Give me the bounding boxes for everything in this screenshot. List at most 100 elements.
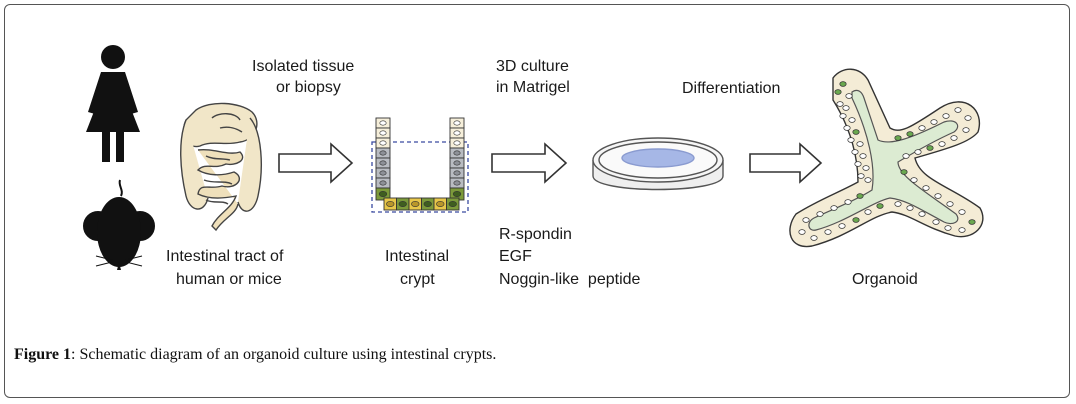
epithelial-cell [958,227,966,233]
epithelial-cell [950,135,958,141]
epithelial-cell [798,229,806,235]
cell-nucleus [453,160,461,166]
arrow-icon [278,142,354,184]
cell-nucleus [453,180,461,186]
label-differentiation: Differentiation [682,80,780,97]
epithelial-cell [856,141,864,147]
label-noggin: Noggin-like peptide [499,271,641,288]
cell-nucleus [379,120,387,126]
epithelial-cell [932,219,940,225]
epithelial-cell [842,105,850,111]
epithelial-cell [845,93,853,99]
epithelial-cell [930,119,938,125]
epithelial-cell [958,209,966,215]
mouse-icon [81,179,157,270]
cell-nucleus [378,191,388,197]
cell-nucleus [423,201,432,207]
cell-nucleus [411,201,420,207]
stem-cell [900,169,908,175]
stem-cell [852,217,860,223]
label-intestinal-tract: Intestinal tract of [166,248,284,265]
arrow-icon [749,142,823,184]
epithelial-cell [944,225,952,231]
woman-icon [86,45,140,162]
epithelial-cell [847,137,855,143]
organoid-icon [789,68,984,248]
cell-nucleus [436,201,445,207]
stem-cell [968,219,976,225]
epithelial-cell [954,107,962,113]
epithelial-cell [851,149,859,155]
label-crypt: crypt [400,271,435,288]
label-intestinal: Intestinal [385,248,449,265]
epithelial-cell [946,201,954,207]
epithelial-cell [830,205,838,211]
epithelial-cell [910,177,918,183]
epithelial-cell [942,113,950,119]
epithelial-cell [914,149,922,155]
epithelial-cell [934,193,942,199]
epithelial-cell [810,235,818,241]
figure-label: Figure 1 [14,346,72,363]
epithelial-cell [844,199,852,205]
epithelial-cell [864,209,872,215]
cell-nucleus [453,140,461,146]
epithelial-cell [838,223,846,229]
figure-caption: Figure 1: Schematic diagram of an organo… [14,346,496,364]
cell-nucleus [379,140,387,146]
epithelial-cell [902,153,910,159]
epithelial-cell [906,205,914,211]
cell-nucleus [453,150,461,156]
label-or-biopsy: or biopsy [276,79,341,96]
cell-nucleus [379,170,387,176]
epithelial-cell [816,211,824,217]
stem-cell [926,145,934,151]
caption-text: : Schematic diagram of an organoid cultu… [71,346,497,363]
epithelial-cell [802,217,810,223]
epithelial-cell [918,125,926,131]
stem-cell [839,81,847,87]
epithelial-cell [824,229,832,235]
epithelial-cell [938,141,946,147]
cell-nucleus [379,180,387,186]
stem-cell [906,131,914,137]
stem-cell [834,89,842,95]
epithelial-cell [918,211,926,217]
cell-nucleus [453,130,461,136]
epithelial-cell [848,117,856,123]
epithelial-cell [843,125,851,131]
petri-dish-icon [592,137,724,191]
label-in-matrigel: in Matrigel [496,79,570,96]
cell-nucleus [379,150,387,156]
epithelial-cell [862,165,870,171]
epithelial-cell [859,153,867,159]
cell-nucleus [452,191,462,197]
epithelial-cell [922,185,930,191]
stem-cell [894,135,902,141]
label-r-spondin: R-spondin [499,226,572,243]
epithelial-cell [857,173,865,179]
arrow-icon [491,142,568,184]
cell-nucleus [453,170,461,176]
crypt-icon [371,117,469,213]
label-isolated-tissue: Isolated tissue [252,58,354,75]
epithelial-cell [836,101,844,107]
label-egf: EGF [499,248,532,265]
intestine-icon [180,102,262,232]
epithelial-cell [864,177,872,183]
epithelial-cell [854,161,862,167]
label-organoid: Organoid [852,271,918,288]
stem-cell [852,129,860,135]
cell-nucleus [379,130,387,136]
epithelial-cell [839,113,847,119]
epithelial-cell [964,115,972,121]
stem-cell [856,193,864,199]
cell-nucleus [386,201,395,207]
cell-nucleus [448,201,457,207]
cell-nucleus [453,120,461,126]
cell-nucleus [398,201,407,207]
epithelial-cell [894,201,902,207]
epithelial-cell [962,127,970,133]
stem-cell [876,203,884,209]
